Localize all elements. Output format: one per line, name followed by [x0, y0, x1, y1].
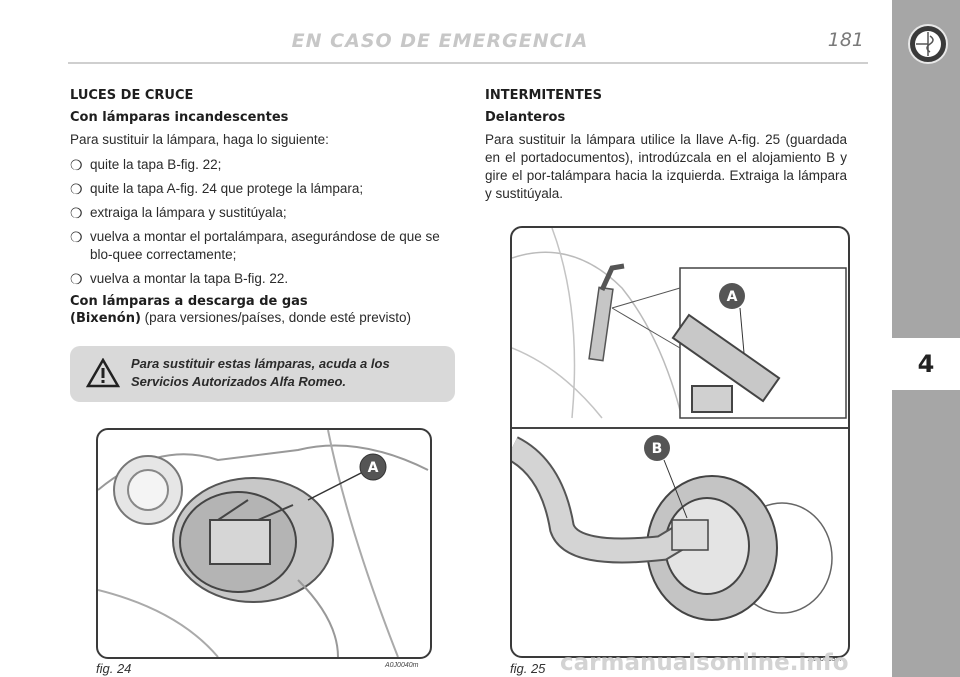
steps-list: ❍quite la tapa B-fig. 22; ❍quite la tapa…	[70, 156, 455, 288]
chapter-box	[892, 338, 960, 390]
watermark: carmanualsonline.info	[560, 650, 849, 676]
right-column: INTERMITENTES Delanteros Para sustituir …	[485, 88, 847, 210]
subtitle-bixenon-block: Con lámparas a descarga de gas (Bixenón)…	[70, 294, 455, 328]
intro-text: Para sustituir la lámpara, haga lo sigui…	[70, 132, 329, 147]
bixenon-note: (para versiones/países, donde esté previ…	[144, 310, 412, 325]
bullet-icon: ❍	[70, 271, 83, 287]
callout-b-label: B	[652, 441, 663, 457]
figure-24-illustration: A	[96, 428, 432, 659]
figure-25-caption: fig. 25	[510, 661, 546, 676]
subtitle-bixenon: (Bixenón)	[70, 311, 141, 326]
list-item: ❍vuelva a montar la tapa B-fig. 22.	[70, 271, 289, 287]
subtitle-incandescentes: Con lámparas incandescentes	[70, 110, 289, 125]
left-column: LUCES DE CRUCE Con lámparas incandescent…	[70, 88, 455, 328]
list-item: ❍quite la tapa A-fig. 24 que protege la …	[70, 181, 364, 197]
callout-a-label: A	[368, 460, 379, 476]
bullet-icon: ❍	[70, 157, 83, 173]
subtitle-delanteros: Delanteros	[485, 110, 566, 125]
warning-triangle-icon	[85, 357, 121, 393]
figure-24-code: A0J0040m	[385, 662, 419, 669]
page-header-title: EN CASO DE EMERGENCIA	[291, 30, 589, 52]
list-item: ❍vuelva a montar el portalámpara, asegur…	[70, 229, 440, 262]
figure-25-illustration: A B	[510, 226, 850, 658]
body-text: Para sustituir la lámpara utilice la lla…	[485, 132, 847, 201]
list-item: ❍extraiga la lámpara y sustitúyala;	[70, 205, 287, 221]
bullet-icon: ❍	[70, 205, 83, 221]
alfa-romeo-logo-icon	[908, 24, 948, 64]
section-title-intermitentes: INTERMITENTES	[485, 88, 602, 103]
bullet-icon: ❍	[70, 229, 83, 245]
warning-box: Para sustituir estas lámparas, acuda a l…	[70, 346, 455, 402]
bullet-icon: ❍	[70, 181, 83, 197]
chapter-number[interactable]: 4	[917, 350, 935, 378]
page-number: 181	[827, 29, 864, 51]
figure-24-caption: fig. 24	[96, 661, 132, 676]
header-rule	[68, 62, 868, 64]
section-title-luces-de-cruce: LUCES DE CRUCE	[70, 88, 194, 103]
subtitle-descarga-de-gas: Con lámparas a descarga de gas	[70, 294, 308, 309]
warning-text: Para sustituir estas lámparas, acuda a l…	[131, 356, 390, 389]
list-item: ❍quite la tapa B-fig. 22;	[70, 157, 222, 173]
callout-a-label: A	[727, 289, 738, 305]
figure-25-code: A0J0018m	[808, 656, 842, 663]
